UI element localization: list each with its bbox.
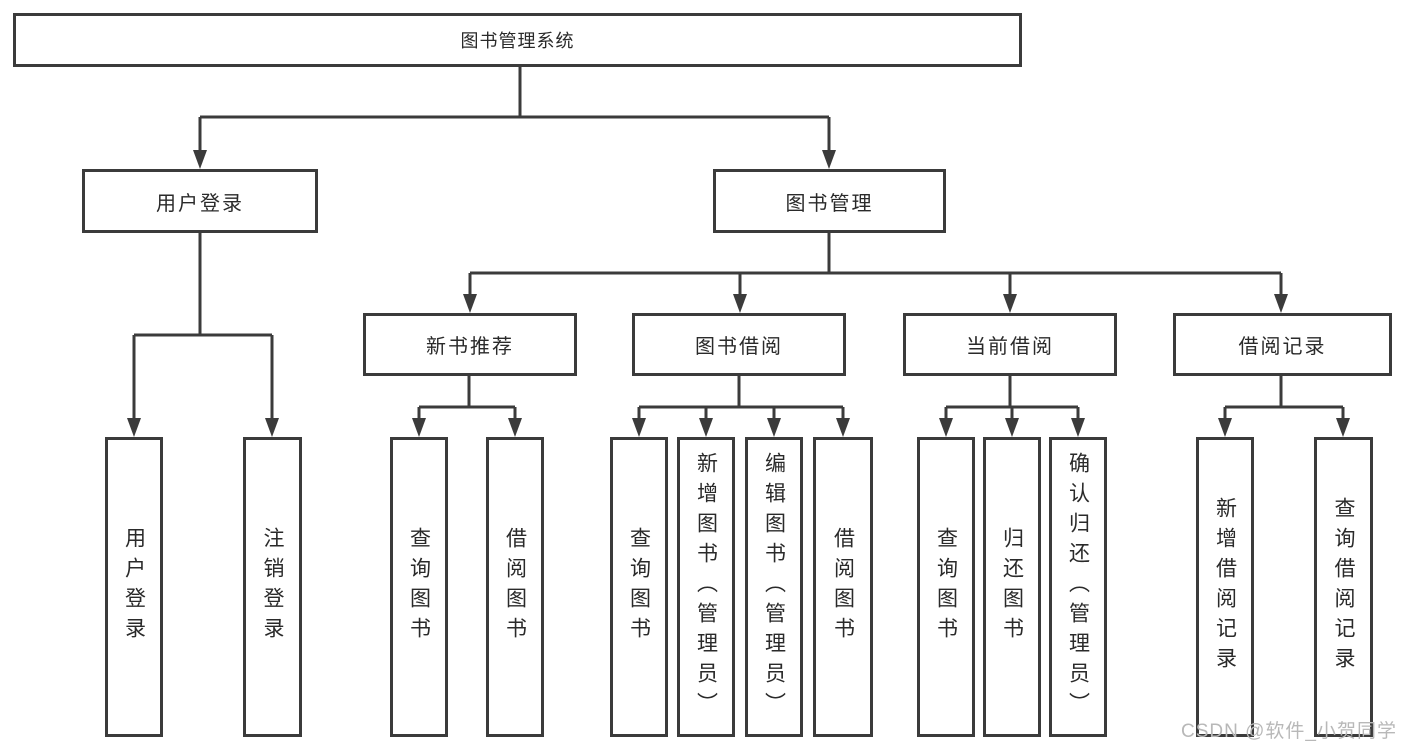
node-label: 查询图书 <box>627 527 651 647</box>
node-label: 确认归还（管理员） <box>1066 452 1090 722</box>
node-label: 用户登录 <box>122 527 146 647</box>
leaf-borrow-books-recommend: 借阅图书 <box>486 437 544 737</box>
node-label: 归还图书 <box>1000 527 1024 647</box>
node-label: 新增图书（管理员） <box>694 452 718 722</box>
node-label: 用户登录 <box>156 192 244 215</box>
node-label: 新增借阅记录 <box>1213 497 1237 677</box>
node-label: 查询图书 <box>407 527 431 647</box>
leaf-query-borrow-record: 查询借阅记录 <box>1314 437 1373 737</box>
edge-user-login-children <box>127 233 279 437</box>
leaf-user-login: 用户登录 <box>105 437 163 737</box>
node-label: 图书管理系统 <box>460 31 575 51</box>
node-label: 图书管理 <box>785 192 874 215</box>
edge-current-borrowing-children <box>939 376 1085 437</box>
node-label: 注销登录 <box>261 527 284 647</box>
node-label: 当前借阅 <box>966 336 1054 358</box>
node-root: 图书管理系统 <box>13 13 1022 67</box>
leaf-confirm-return-admin: 确认归还（管理员） <box>1049 437 1107 737</box>
leaf-query-books-borrowing: 查询图书 <box>610 437 668 737</box>
leaf-add-borrow-record: 新增借阅记录 <box>1196 437 1254 737</box>
edge-book-management-children <box>463 233 1288 313</box>
node-new-book-recommend: 新书推荐 <box>363 313 577 376</box>
node-label: 查询图书 <box>934 527 958 647</box>
node-book-management: 图书管理 <box>713 169 946 233</box>
edge-root-to-level2 <box>193 66 836 169</box>
node-label: 借阅记录 <box>1238 336 1327 358</box>
leaf-add-books-admin: 新增图书（管理员） <box>677 437 735 737</box>
node-book-borrowing: 图书借阅 <box>632 313 846 376</box>
leaf-query-books-current: 查询图书 <box>917 437 975 737</box>
node-label: 新书推荐 <box>426 336 514 358</box>
node-label: 借阅图书 <box>503 527 527 647</box>
edge-book-borrowing-children <box>632 376 850 437</box>
leaf-borrow-books-borrowing: 借阅图书 <box>813 437 873 737</box>
node-current-borrowing: 当前借阅 <box>903 313 1117 376</box>
node-label: 借阅图书 <box>831 527 855 647</box>
leaf-edit-books-admin: 编辑图书（管理员） <box>745 437 803 737</box>
edge-new-book-recommend-children <box>412 376 522 437</box>
node-label: 编辑图书（管理员） <box>762 452 786 722</box>
node-user-login: 用户登录 <box>82 169 318 233</box>
node-label: 查询借阅记录 <box>1332 497 1355 677</box>
node-label: 图书借阅 <box>695 336 783 358</box>
leaf-return-books: 归还图书 <box>983 437 1041 737</box>
node-borrowing-records: 借阅记录 <box>1173 313 1392 376</box>
edge-borrowing-records-children <box>1218 376 1350 437</box>
leaf-query-books-recommend: 查询图书 <box>390 437 448 737</box>
leaf-logout: 注销登录 <box>243 437 302 737</box>
